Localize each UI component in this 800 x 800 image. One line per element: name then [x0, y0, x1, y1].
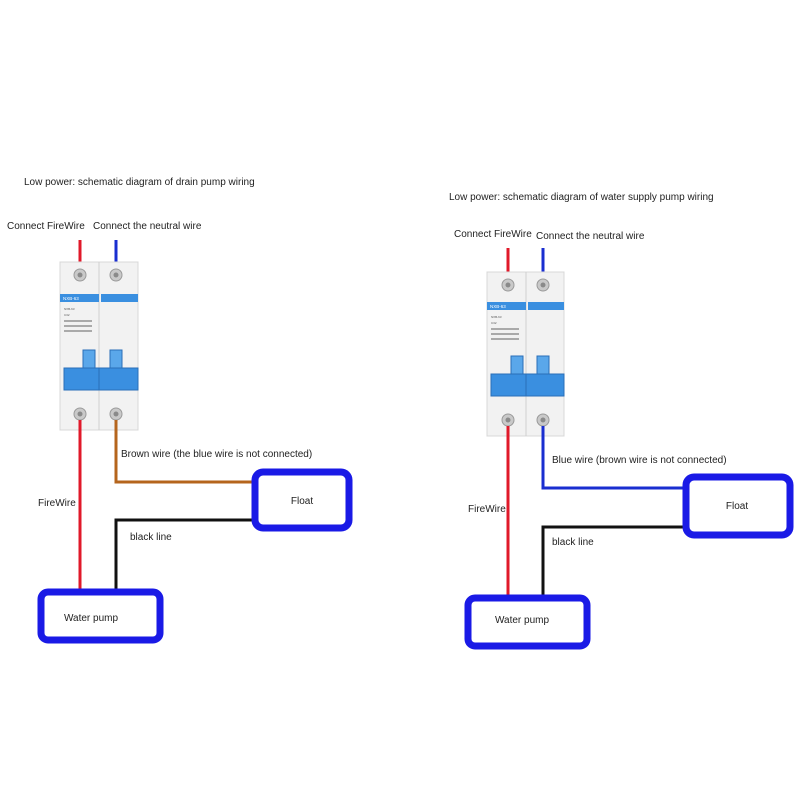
drain-diagram-title: Low power: schematic diagram of drain pu…: [24, 177, 255, 188]
water-pump-box: [464, 594, 591, 650]
water-pump-box: [37, 588, 164, 644]
supply-diagram-title: Low power: schematic diagram of water su…: [449, 192, 714, 203]
float-label: Float: [726, 501, 748, 512]
black-line: [541, 525, 686, 598]
float-box: [251, 468, 353, 532]
connect-neutral-label: Connect the neutral wire: [536, 231, 645, 242]
connect-neutral-label: Connect the neutral wire: [93, 221, 202, 232]
firewire-label: FireWire: [38, 498, 76, 509]
connect-firewire-label: Connect FireWire: [454, 229, 532, 240]
breaker-rating: C32: [64, 313, 70, 317]
breaker-toggle: [63, 367, 139, 391]
breaker-model: NXB-63: [64, 307, 75, 311]
black-line: [114, 518, 258, 592]
water-pump-label: Water pump: [64, 613, 119, 624]
breaker-toggle: [490, 373, 565, 397]
firewire-label: FireWire: [468, 504, 506, 515]
brown-wire: [114, 420, 258, 484]
black-line-label: black line: [130, 532, 172, 543]
circuit-breaker: NXB-63 NXB-63 C32: [59, 261, 139, 431]
blue-wire: [541, 426, 686, 490]
drain-pump-diagram: Low power: schematic diagram of drain pu…: [7, 177, 353, 644]
svg-text:NXB-63: NXB-63: [490, 304, 506, 309]
blue-wire-label: Blue wire (brown wire is not connected): [552, 455, 727, 466]
circuit-breaker: NXB-63 NXB-63 C32: [486, 271, 565, 437]
connect-firewire-label: Connect FireWire: [7, 221, 85, 232]
float-label: Float: [291, 496, 313, 507]
black-line-label: black line: [552, 537, 594, 548]
svg-text:NXB-63: NXB-63: [63, 296, 79, 301]
brown-wire-label: Brown wire (the blue wire is not connect…: [121, 449, 312, 460]
float-box: [682, 473, 794, 539]
water-pump-label: Water pump: [495, 615, 550, 626]
breaker-model: NXB-63: [491, 315, 502, 319]
breaker-rating: C32: [491, 321, 497, 325]
supply-pump-diagram: Low power: schematic diagram of water su…: [449, 192, 794, 650]
